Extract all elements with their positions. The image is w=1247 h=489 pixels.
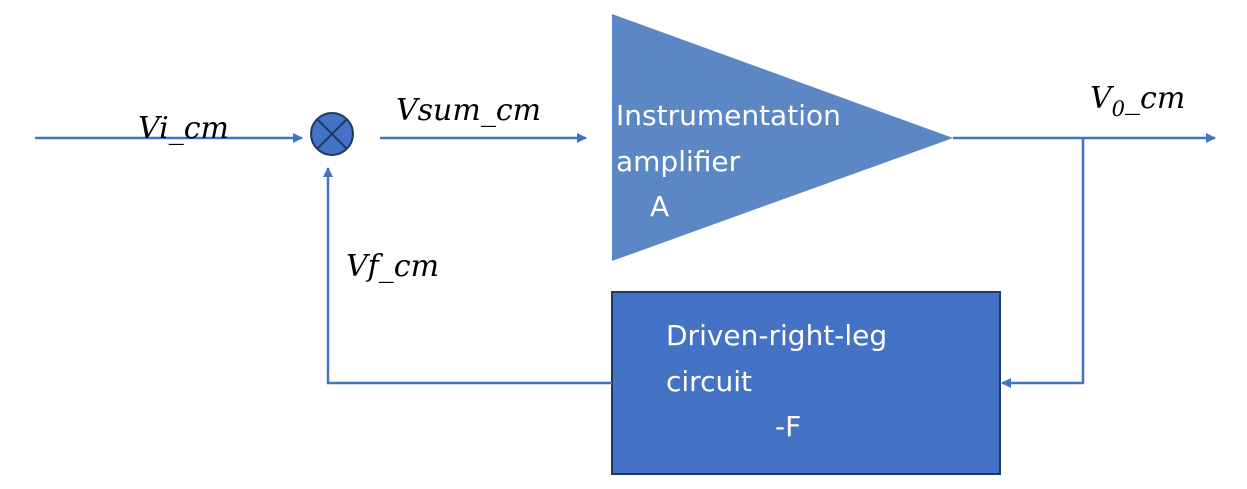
output-signal-label: V0_cm: [1090, 81, 1185, 121]
amplifier-gain-label: A: [650, 190, 669, 223]
drl-gain-label: -F: [775, 410, 801, 443]
feedback-tap-wire: [1001, 138, 1085, 388]
feedback-signal-label: Vf_cm: [346, 249, 439, 284]
instrumentation-amplifier-triangle: [612, 14, 953, 261]
amplifier-label-line2: amplifier: [616, 145, 741, 178]
drl-label-line1: Driven-right-leg: [666, 319, 887, 352]
drl-label-line2: circuit: [666, 365, 752, 398]
output-signal-subscript: 0: [1112, 97, 1125, 121]
output-signal-tail: _cm: [1125, 81, 1185, 116]
amplifier-label-line1: Instrumentation: [616, 99, 841, 132]
summing-junction-icon: [310, 112, 354, 156]
output-signal-main: V: [1090, 81, 1115, 116]
sum-signal-label: Vsum_cm: [396, 93, 541, 128]
input-signal-label: Vi_cm: [138, 111, 229, 146]
feedback-return-wire: [323, 167, 612, 385]
